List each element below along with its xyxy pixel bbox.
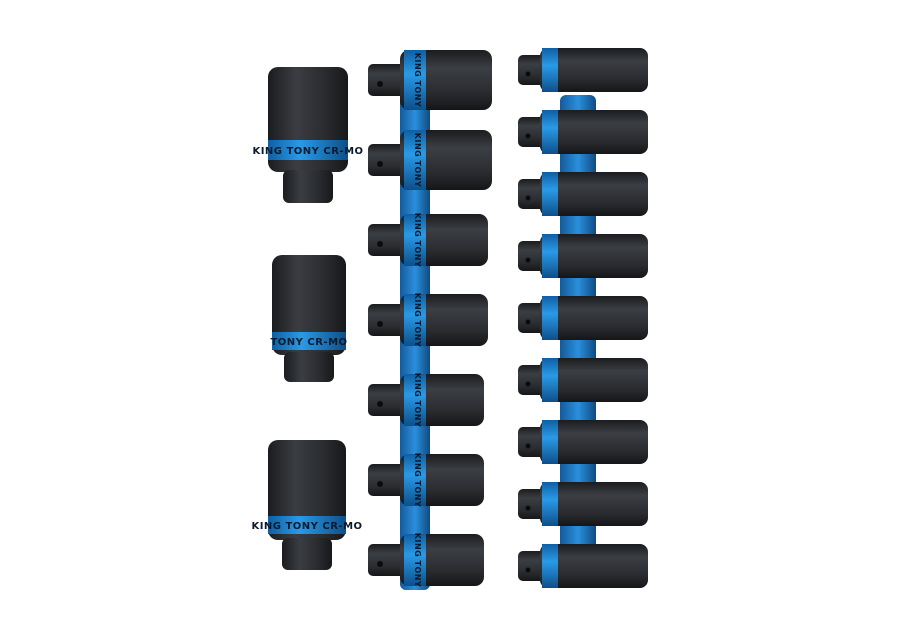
detent-hole-icon (377, 161, 383, 167)
middle-socket-1: KING TONY (368, 50, 492, 110)
socket-band-text: KING TONY CR-MO (251, 521, 362, 532)
detent-hole-icon (377, 561, 383, 567)
right-socket-3 (518, 172, 648, 216)
detent-hole-icon (525, 381, 531, 387)
right-socket-1 (518, 48, 648, 92)
detent-hole-icon (377, 241, 383, 247)
right-socket-5 (518, 296, 648, 340)
socket-band-text: KING TONY (413, 213, 422, 267)
middle-socket-5: KING TONY (368, 373, 484, 427)
socket-band-text: TONY CR-MO (270, 337, 347, 348)
left-socket-1: KING TONY CR-MO (252, 67, 363, 203)
socket-band-text: KING TONY (413, 133, 422, 187)
detent-hole-icon (377, 321, 383, 327)
detent-hole-icon (525, 195, 531, 201)
right-socket-9 (518, 544, 648, 588)
middle-socket-3: KING TONY (368, 213, 488, 267)
detent-hole-icon (525, 133, 531, 139)
right-socket-4 (518, 234, 648, 278)
middle-socket-column: KING TONY KING TONY KING TONY KING TONY KING… (368, 50, 492, 587)
right-socket-7 (518, 420, 648, 464)
middle-socket-2: KING TONY (368, 130, 492, 190)
right-socket-8 (518, 482, 648, 526)
detent-hole-icon (525, 443, 531, 449)
detent-hole-icon (525, 505, 531, 511)
detent-hole-icon (377, 81, 383, 87)
detent-hole-icon (525, 319, 531, 325)
socket-band-text: KING TONY (413, 293, 422, 347)
detent-hole-icon (525, 567, 531, 573)
socket-band-text: KING TONY (413, 453, 422, 507)
socket-band-text: KING TONY CR-MO (252, 146, 363, 157)
left-socket-2: TONY CR-MO (270, 255, 347, 382)
middle-socket-6: KING TONY (368, 453, 484, 507)
detent-hole-icon (525, 257, 531, 263)
detent-hole-icon (525, 71, 531, 77)
right-socket-column (518, 48, 648, 588)
middle-socket-4: KING TONY (368, 293, 488, 347)
detent-hole-icon (377, 401, 383, 407)
right-socket-2 (518, 110, 648, 154)
socket-band-text: KING TONY (413, 53, 422, 107)
socket-band-text: KING TONY (413, 373, 422, 427)
socket-band-text: KING TONY (413, 533, 422, 587)
detent-hole-icon (377, 481, 383, 487)
right-socket-6 (518, 358, 648, 402)
middle-socket-7: KING TONY (368, 533, 484, 587)
left-socket-3: KING TONY CR-MO (251, 440, 362, 570)
